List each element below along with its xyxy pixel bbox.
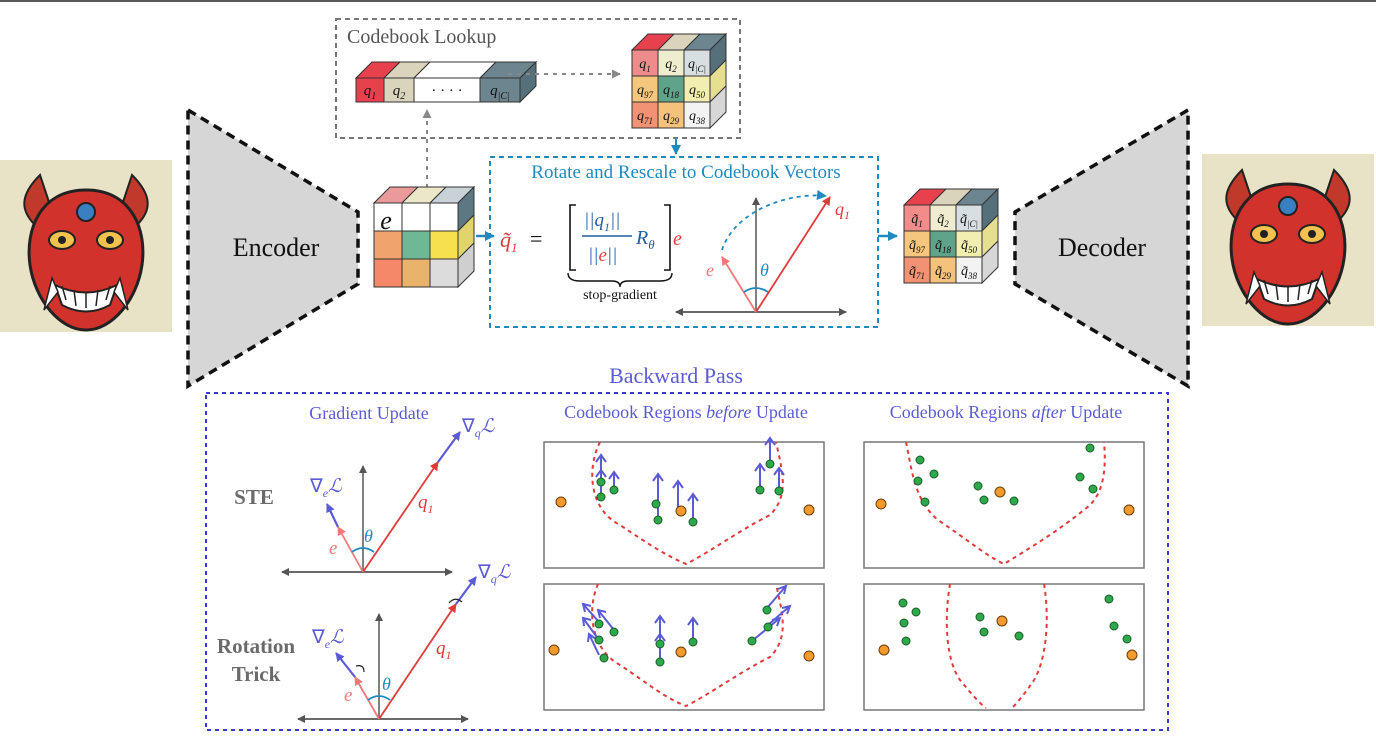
formula-num-sub: 1 [604,220,610,234]
tensor-cell [955,204,983,232]
backward-pass-title: Backward Pass [609,363,743,388]
formula-num: ||q [584,210,604,231]
row-rotation-label-2: Trick [232,662,281,686]
tensor-cell [429,202,459,232]
tensor-cell [429,230,459,260]
col-gradient-update: Gradient Update [309,403,428,423]
svg-text:e: e [344,685,352,706]
rotation-regions-after [863,583,1145,711]
tensor-cell [657,75,685,103]
rot-e-label: e [706,260,714,280]
ste-regions-after [863,441,1145,569]
svg-text:q1: q1 [418,492,434,516]
rotate-rescale-panel: Rotate and Rescale to Codebook Vectors q… [489,156,879,328]
tensor-cell [373,230,403,260]
row-ste-label: STE [234,485,274,509]
tensor-cell [955,230,983,258]
svg-text:q̃1: q̃1 [500,227,518,255]
tensor-cell-label: q1 [639,57,651,74]
rotation-regions-before [543,583,825,711]
svg-text:∇eℒ: ∇eℒ [309,476,343,500]
tensor-cell [429,258,459,288]
rotation-vector-diagram: q1 e θ [675,190,850,316]
formula-den-open: || [588,245,598,266]
tensor-cell-label: q̃1 [911,212,923,229]
tensor-cell [631,101,659,129]
svg-text:||e||: ||e|| [588,245,617,266]
encoder-label: Encoder [233,233,320,262]
rot-theta-label: θ [760,260,769,280]
tensor-cell [657,101,685,129]
svg-text:∇eℒ: ∇eℒ [311,627,345,651]
formula-den-e: e [598,245,606,266]
ste-gradient-diagram: q1 e θ ∇eℒ ∇qℒ [281,416,496,576]
tensor-cell [955,256,983,284]
tensor-cell [683,101,711,129]
formula-r: R [635,227,648,249]
tensor-cell [683,49,711,77]
svg-text:∇qℒ: ∇qℒ [461,416,496,440]
formula-den-close: || [607,245,617,266]
svg-text:θ: θ [382,674,391,694]
output-mask-image [1202,154,1374,326]
input-mask-image [0,160,172,332]
tensor-cell [631,49,659,77]
col-after-update: Codebook Regions after Update [890,402,1122,422]
svg-text:∇qℒ: ∇qℒ [477,562,512,586]
rotation-formula: q̃1 = ||q1|| ||e|| Rθ e stop-gradient [500,204,682,303]
stop-gradient-label: stop-gradient [583,288,657,303]
rotation-trick-gradient-diagram: q1 e θ ∇eℒ ∇qℒ [297,562,512,723]
codebook-lookup-title: Codebook Lookup [347,26,496,48]
tensor-cell [929,256,957,284]
tensor-cell [401,230,431,260]
rotate-rescale-title: Rotate and Rescale to Codebook Vectors [531,162,840,183]
svg-text:q1: q1 [436,638,452,662]
encoder-output-tensor: e [372,185,476,289]
svg-text:q1: q1 [835,199,850,222]
formula-r-sub: θ [648,237,655,252]
svg-text:θ: θ [364,526,373,546]
col-before-update: Codebook Regions before Update [564,402,808,422]
svg-text:e: e [329,538,337,559]
tensor-cell [401,202,431,232]
codebook-vector-cell [383,77,415,103]
tensor-cell [373,202,403,232]
tensor-cell [903,256,931,284]
tensor-cell [373,258,403,288]
codebook-vector-cell [355,77,385,103]
codebook-vector-cell [479,77,521,103]
formula-lhs-sub: 1 [511,240,518,255]
formula-num-end: || [610,210,620,231]
formula-trailing-e: e [673,228,682,250]
tensor-cell [631,75,659,103]
svg-text:||q1||: ||q1|| [584,210,620,234]
rot-q-sub: 1 [844,208,850,222]
ste-regions-before [543,436,825,569]
row-rotation-label-1: Rotation [217,634,295,658]
tensor-cell [401,258,431,288]
tensor-cell [657,49,685,77]
encoder-block: Encoder [186,106,360,390]
rot-q-label: q [835,199,844,219]
formula-lhs: q̃ [500,227,511,252]
codebook-vector-label: · · · · [431,83,462,99]
formula-equals: = [530,226,542,251]
decoder-block: Decoder [1013,106,1190,390]
svg-text:Rθ: Rθ [635,227,655,252]
decoder-label: Decoder [1058,233,1146,262]
tensor-e-label: e [380,206,392,235]
backward-pass-panel [205,392,1169,731]
